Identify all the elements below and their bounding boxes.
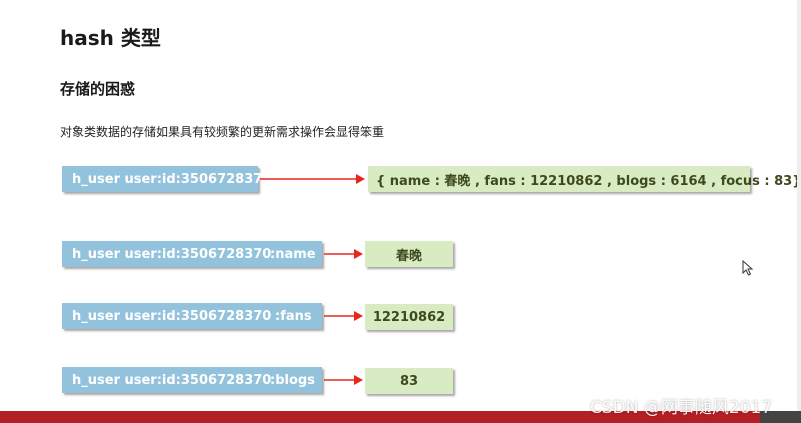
description-text: 对象类数据的存储如果具有较频繁的更新需求操作会显得笨重 xyxy=(60,125,385,139)
key-label: h_user user:id:3506728370 xyxy=(72,171,272,187)
key-label: h_user user:id:3506728370 xyxy=(72,246,272,262)
value-box-1: 春晚 xyxy=(365,241,453,267)
section-title: 存储的困惑 xyxy=(60,80,136,98)
value-label: 春晚 xyxy=(395,248,422,264)
key-box-1: h_user user:id:3506728370 :name xyxy=(62,241,322,267)
key-label: h_user user:id:3506728370 xyxy=(72,308,272,324)
slide-title: hash 类型 xyxy=(60,26,161,50)
key-box-3: h_user user:id:3506728370 :blogs xyxy=(62,367,322,393)
key-field-label: :name xyxy=(270,246,316,262)
value-label: 12210862 xyxy=(372,309,446,325)
arrow-right-icon xyxy=(324,311,363,321)
bottom-accent-bar xyxy=(0,411,801,423)
mouse-cursor-icon xyxy=(742,260,754,276)
arrow-right-icon xyxy=(260,174,365,184)
key-box-0: h_user user:id:3506728370 xyxy=(62,166,271,192)
value-box-3: 83 xyxy=(365,368,453,394)
value-label: { name : 春晚 , fans : 12210862 , blogs : … xyxy=(376,173,801,189)
key-label: h_user user:id:3506728370 xyxy=(72,372,272,388)
watermark-text: CSDN @网事随风2017 xyxy=(590,398,773,418)
value-box-0: { name : 春晚 , fans : 12210862 , blogs : … xyxy=(368,166,801,192)
key-field-label: :fans xyxy=(275,308,312,324)
value-label: 83 xyxy=(399,373,419,389)
key-field-label: :blogs xyxy=(270,372,315,388)
arrow-right-icon xyxy=(324,249,363,259)
bottom-dark-block xyxy=(760,411,801,423)
scrollbar-track[interactable] xyxy=(797,0,801,411)
arrow-right-icon xyxy=(324,375,363,385)
value-box-2: 12210862 xyxy=(365,304,453,330)
key-box-2: h_user user:id:3506728370 :fans xyxy=(62,303,322,329)
